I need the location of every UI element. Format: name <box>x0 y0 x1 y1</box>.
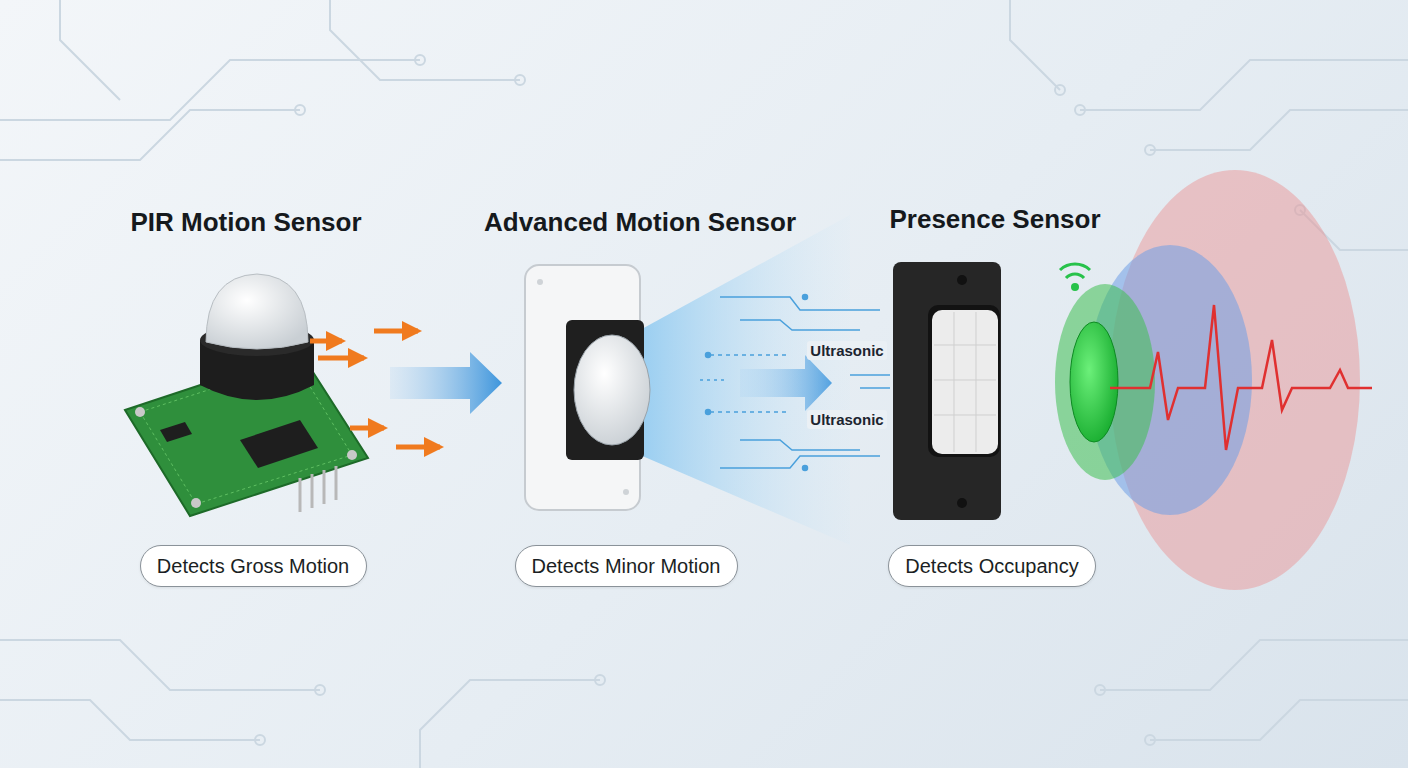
occupancy-field-part <box>1060 264 1090 270</box>
circuit-traces-part <box>0 700 260 740</box>
pir-sensor <box>125 274 368 516</box>
presence-sensor-part-part <box>934 415 996 416</box>
ultrasonic-waves-part <box>706 410 711 415</box>
occupancy-field-part <box>1070 322 1118 442</box>
presence-sensor <box>893 262 1001 520</box>
presence-sensor-part <box>957 498 967 508</box>
presence-sensor-part <box>928 305 1000 457</box>
circuit-traces-part <box>315 685 325 695</box>
circuit-traces-part <box>1100 640 1408 690</box>
ultrasonic-waves-part <box>720 297 880 310</box>
presence-sensor-part-part <box>976 312 977 452</box>
ultrasonic-waves-part <box>850 374 890 376</box>
advanced-sensor-part <box>640 215 850 545</box>
circuit-traces-part <box>0 640 320 690</box>
circuit-traces-part <box>1150 700 1408 740</box>
ultrasonic-waves-part <box>706 353 711 358</box>
circuit-traces-part <box>515 75 525 85</box>
wave-label: Ultrasonic <box>807 410 886 429</box>
circuit-traces-part <box>295 105 305 115</box>
pir-sensor-part <box>300 466 336 512</box>
presence-sensor-part-part <box>954 312 955 452</box>
circuit-traces-part <box>1150 110 1408 150</box>
feature-pill: Detects Minor Motion <box>515 545 738 587</box>
sensor-heading: Advanced Motion Sensor <box>484 207 796 238</box>
occupancy-field-part <box>1071 283 1079 291</box>
advanced-sensor-part <box>537 279 543 285</box>
pir-sensor-part-part <box>323 470 326 504</box>
ultrasonic-waves-part <box>710 411 790 413</box>
ultrasonic-waves-part <box>740 440 860 450</box>
ultrasonic-waves-part <box>803 295 808 300</box>
circuit-traces-part <box>1080 60 1408 110</box>
feature-pill: Detects Occupancy <box>888 545 1096 587</box>
pir-sensor-part <box>160 422 192 442</box>
circuit-traces-part <box>1095 685 1105 695</box>
sensor-heading: PIR Motion Sensor <box>130 207 361 238</box>
flow-arrow-part <box>390 352 502 414</box>
circuit-traces-part <box>420 680 600 768</box>
pill-text: Detects Minor Motion <box>532 554 721 578</box>
heat-arrows-part <box>374 329 418 334</box>
heat-arrows-part <box>318 356 364 361</box>
circuit-traces-part <box>415 55 425 65</box>
ultrasonic-waves-part <box>710 354 790 356</box>
pir-sensor-part <box>135 407 145 417</box>
sensor-heading: Presence Sensor <box>889 204 1100 235</box>
presence-sensor-part <box>957 275 967 285</box>
presence-sensor-part-part <box>934 345 996 346</box>
circuit-traces-part <box>1145 735 1155 745</box>
pir-sensor-part <box>347 450 357 460</box>
pill-text: Detects Gross Motion <box>157 554 350 578</box>
circuit-traces-part <box>60 0 120 100</box>
heat-arrows-part <box>310 339 342 344</box>
pir-sensor-part <box>191 498 201 508</box>
ultrasonic-waves-part <box>860 387 890 389</box>
pill-text: Detects Occupancy <box>905 554 1079 578</box>
wave-label: Ultrasonic <box>807 341 886 360</box>
advanced-sensor-part <box>574 335 650 445</box>
heat-arrows-part <box>396 445 440 450</box>
circuit-traces-part <box>330 0 520 80</box>
occupancy-field <box>1055 170 1372 590</box>
circuit-traces-part <box>0 110 300 160</box>
occupancy-field-part <box>1110 305 1372 450</box>
pir-sensor-part-part <box>335 466 338 500</box>
circuit-traces-part <box>1055 85 1065 95</box>
occupancy-field-part <box>1066 274 1084 278</box>
pir-sensor-part-part <box>299 478 302 512</box>
presence-sensor-part-part <box>934 380 996 381</box>
ultrasonic-waves-part <box>720 456 880 468</box>
ultrasonic-waves-part <box>803 466 808 471</box>
presence-sensor-part <box>932 310 998 454</box>
advanced-sensor-part <box>623 489 629 495</box>
occupancy-field-part <box>1055 284 1155 480</box>
presence-sensor-part <box>934 312 996 452</box>
ultrasonic-waves-part <box>700 379 725 381</box>
presence-sensor-part <box>893 262 1001 520</box>
pir-sensor-part <box>240 420 318 468</box>
circuit-traces-part <box>595 675 605 685</box>
pir-sensor-part-part <box>311 474 314 508</box>
advanced-sensor <box>525 215 850 545</box>
circuit-traces-part <box>1145 145 1155 155</box>
ultrasonic-waves-part <box>740 320 860 330</box>
pir-sensor-part <box>206 274 308 349</box>
circuit-traces-part <box>255 735 265 745</box>
heat-arrows-part <box>350 426 384 431</box>
ultrasonic-waves <box>700 295 890 471</box>
feature-pill: Detects Gross Motion <box>140 545 367 587</box>
circuit-traces-part <box>1075 105 1085 115</box>
circuit-traces-part <box>1010 0 1060 90</box>
